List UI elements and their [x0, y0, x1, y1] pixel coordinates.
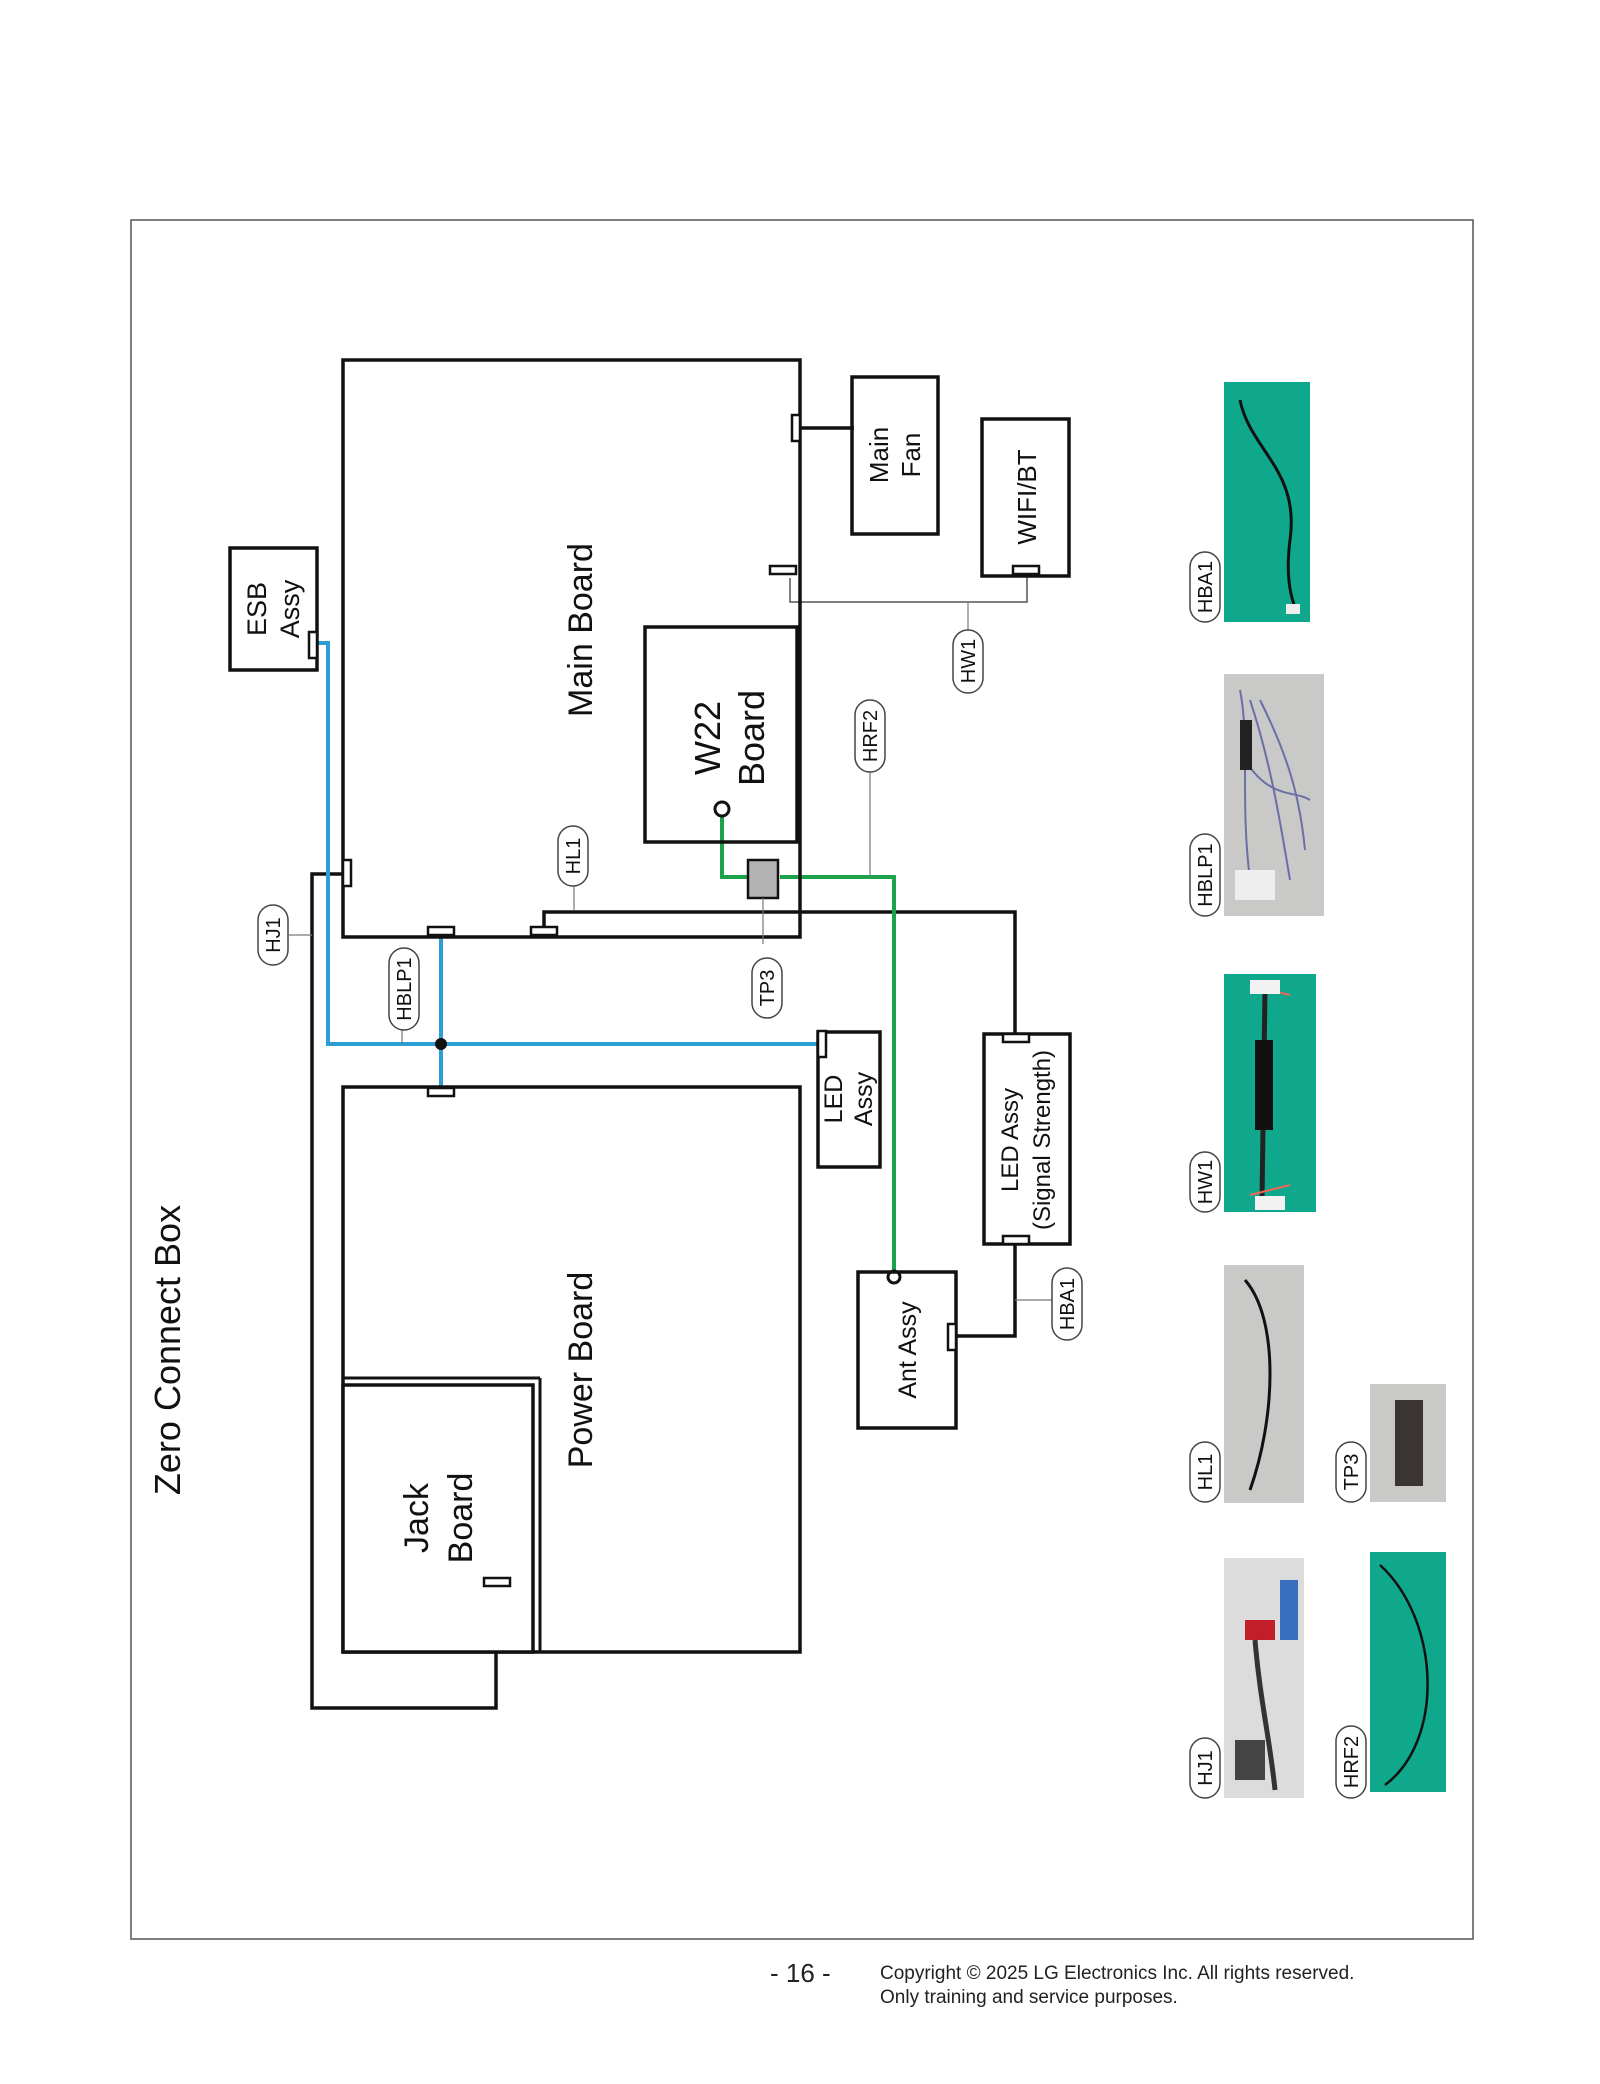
label-hl1: HL1	[563, 838, 585, 875]
wire-hba1	[955, 1245, 1017, 1338]
w22-board	[643, 625, 799, 844]
gallery-label-tp3: TP3	[1341, 1454, 1363, 1491]
label-hw1: HW1	[958, 639, 980, 683]
power-board	[341, 1085, 802, 1654]
jack-label-2: Board	[442, 1473, 480, 1564]
label-hj1: HJ1	[263, 917, 285, 953]
jack-label-1: Jack	[398, 1482, 436, 1553]
cable-hrf2	[1379, 1564, 1429, 1786]
power-board-label: Power Board	[562, 1272, 600, 1469]
wire-tp3-green	[780, 875, 896, 1274]
wire-esb-blue	[317, 641, 822, 1046]
label-pill-hrf2	[854, 699, 886, 773]
connector	[816, 1029, 828, 1059]
wire-hl1	[542, 910, 1017, 1034]
w22-rf-port	[713, 800, 731, 818]
main-fan	[850, 375, 940, 536]
gallery-label-hba1: HBA1	[1195, 561, 1217, 613]
gallery-label-hj1: HJ1	[1195, 1750, 1217, 1786]
footer-copyright: Copyright © 2025 LG Electronics Inc. All…	[880, 1962, 1354, 2010]
gallery-label-hrf2: HRF2	[1341, 1736, 1363, 1788]
usage-note: Only training and service purposes.	[880, 1987, 1178, 2008]
wire-hw1	[789, 572, 1028, 603]
label-pill-hblp1	[388, 947, 420, 1031]
esb-label-1: ESB	[242, 582, 272, 636]
blue-junction	[435, 1038, 447, 1050]
tp3-pad	[746, 858, 780, 900]
wire-hrf2-green	[720, 810, 755, 879]
gallery-label-hw1: HW1	[1195, 1160, 1217, 1204]
led-assy	[816, 1030, 882, 1169]
led-sig-label-1: LED Assy	[997, 1088, 1024, 1192]
w22-label-2: Board	[731, 690, 772, 786]
connector	[790, 413, 802, 443]
photo-hba1	[1224, 382, 1310, 622]
connector	[529, 925, 559, 937]
wire-hj1	[310, 872, 498, 1710]
connector	[482, 1576, 512, 1588]
page-number: - 16 -	[770, 1958, 831, 1988]
main-board-label: Main Board	[562, 543, 600, 717]
led-sig-label-2: (Signal Strength)	[1029, 1050, 1056, 1230]
connector	[1011, 564, 1041, 576]
jack-board	[341, 1383, 535, 1654]
diagram-title: Zero Connect Box	[147, 1205, 188, 1495]
connectors	[307, 413, 1041, 1588]
esb-assy	[228, 546, 319, 672]
cable-hba1	[1238, 399, 1298, 611]
w22-label-1: W22	[687, 701, 728, 775]
tp3-sample	[1395, 1400, 1423, 1486]
photo-hrf2	[1370, 1552, 1446, 1792]
connector	[307, 630, 319, 660]
connector	[426, 1086, 456, 1098]
photo-hl1	[1224, 1265, 1304, 1503]
wifi-bt	[980, 417, 1071, 578]
connector	[426, 925, 456, 937]
label-tp3: TP3	[757, 970, 779, 1007]
connector	[1001, 1234, 1031, 1246]
diagram-frame	[130, 219, 1474, 1940]
connector	[341, 858, 353, 888]
label-pill-hl1	[557, 825, 589, 887]
label-pill-hba1	[1051, 1267, 1083, 1341]
connector	[768, 564, 798, 576]
label-hrf2: HRF2	[860, 710, 882, 762]
led-label-1: LED	[820, 1075, 848, 1124]
main-board	[341, 358, 802, 939]
connector	[946, 1322, 958, 1352]
label-hba1: HBA1	[1057, 1278, 1079, 1330]
gallery-label-hl1: HL1	[1195, 1454, 1217, 1491]
ant-label: Ant Assy	[894, 1301, 922, 1399]
label-pill-hj1	[257, 904, 289, 966]
label-pill-hw1	[952, 629, 984, 694]
fan-label-1: Main	[864, 427, 894, 483]
wifi-label: WIFI/BT	[1012, 449, 1042, 544]
connector	[1001, 1032, 1031, 1044]
copyright-text: Copyright © 2025 LG Electronics Inc. All…	[880, 1963, 1355, 1984]
label-hblp1: HBLP1	[394, 957, 416, 1020]
fan-label-2: Fan	[896, 433, 926, 478]
gallery-label-hblp1: HBLP1	[1195, 843, 1217, 906]
cable-hl1	[1243, 1279, 1272, 1491]
label-pill-tp3	[751, 957, 783, 1019]
led-label-2: Assy	[850, 1071, 878, 1126]
esb-label-2: Assy	[275, 579, 305, 638]
